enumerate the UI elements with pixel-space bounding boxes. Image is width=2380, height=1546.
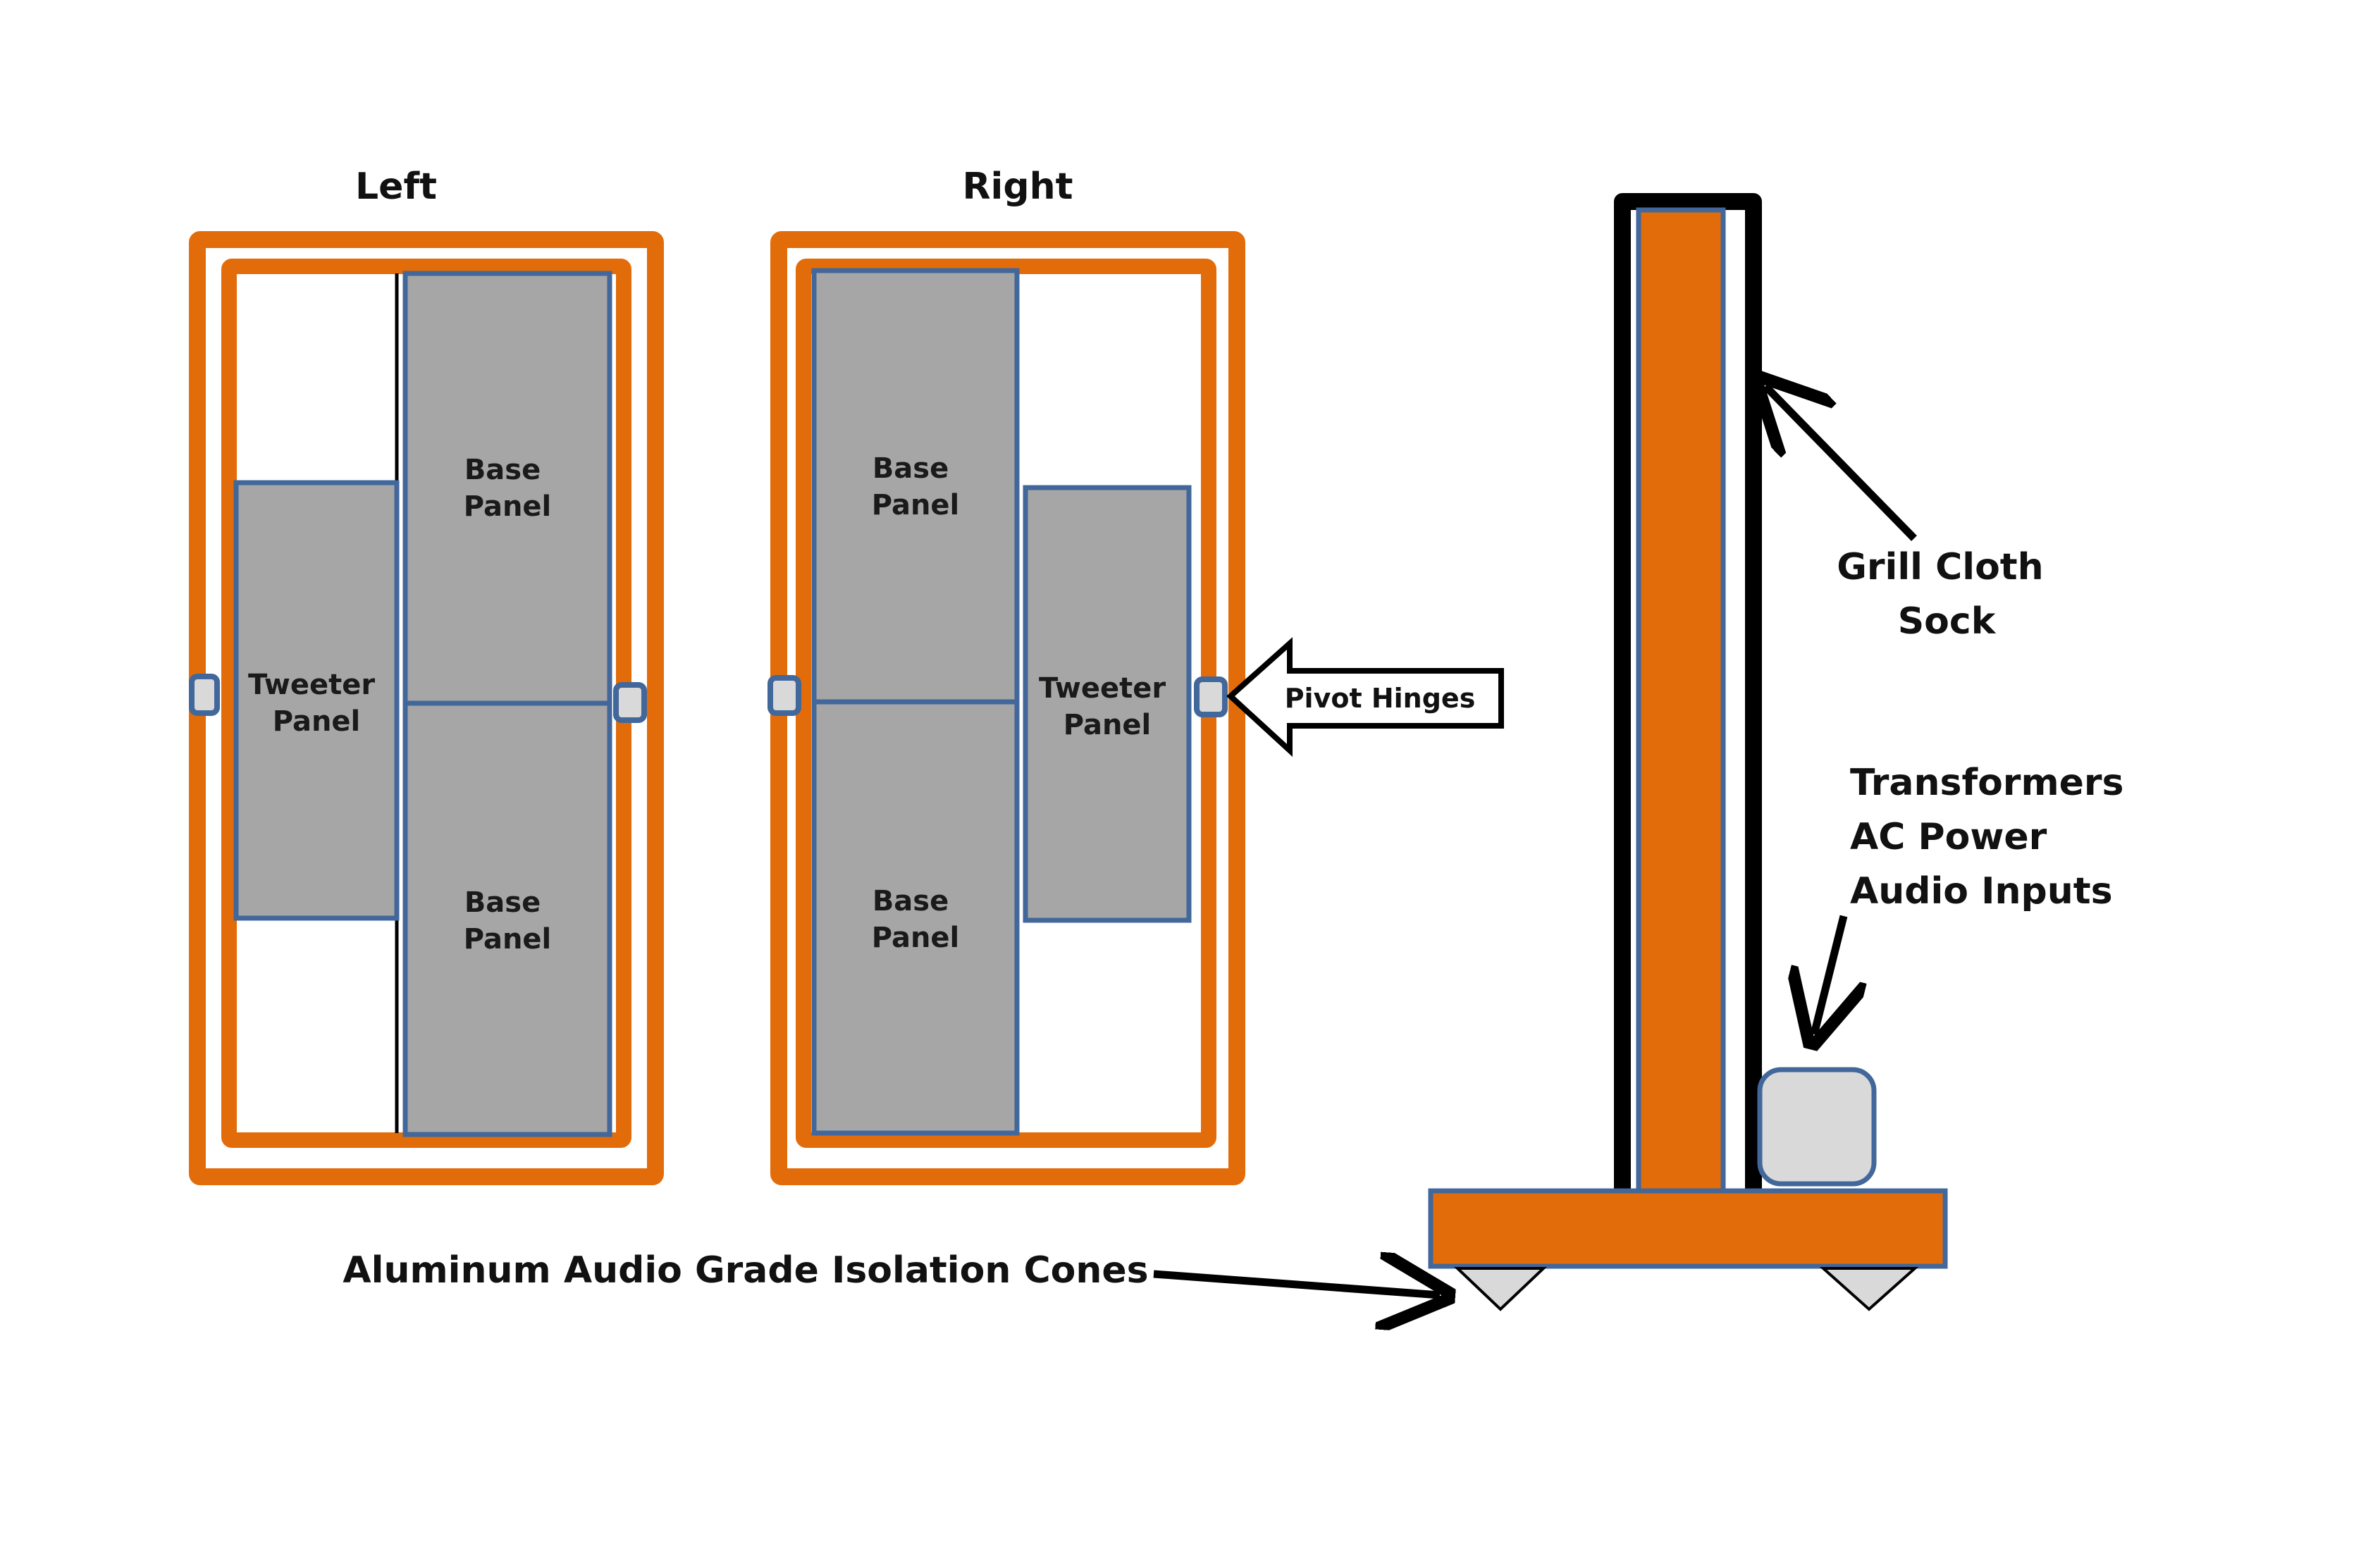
right-base-panel-bottom [811, 699, 1020, 1136]
electronics-box [1757, 1067, 1877, 1187]
base-plinth [1428, 1188, 1948, 1269]
electronics-arrow [1814, 915, 1844, 1034]
grill-cloth-label: Grill Cloth Sock [1837, 546, 2057, 643]
right-tweeter-panel [1023, 485, 1192, 923]
left-tweeter-label: Tweeter Panel [248, 669, 385, 738]
right-base-top-label: Base Panel [872, 452, 960, 521]
grill-cloth-callout: Grill Cloth Sock [1765, 386, 2057, 643]
right-base-bottom-label: Base Panel [872, 885, 960, 954]
grill-cloth-arrow [1765, 386, 1917, 541]
isolation-cone-left [1453, 1267, 1548, 1311]
cones-arrow [1153, 1274, 1440, 1295]
cones-label: Aluminum Audio Grade Isolation Cones [343, 1249, 1148, 1292]
left-view-title: Left [355, 166, 437, 208]
grill-cloth-sock [1614, 193, 1762, 1191]
left-tweeter-panel [233, 480, 400, 921]
side-view [1428, 193, 1948, 1311]
left-speaker-view: Left Tweeter Panel Base Panel Base Panel [189, 166, 664, 1185]
left-base-panel-top [402, 271, 612, 706]
cones-callout: Aluminum Audio Grade Isolation Cones [343, 1249, 1440, 1295]
right-tweeter-label: Tweeter Panel [1039, 672, 1176, 741]
pivot-hinges-arrow [1226, 637, 1504, 757]
isolation-cone-right [1819, 1267, 1919, 1311]
electronics-label: Transformers AC Power Audio Inputs [1850, 762, 2137, 913]
left-hinge-left [189, 674, 220, 716]
electronics-callout: Transformers AC Power Audio Inputs [1814, 762, 2137, 1034]
right-hinge-right [1194, 676, 1228, 717]
right-speaker-view: Right Base Panel Base Panel Tweeter Pane… [767, 166, 1504, 1185]
left-base-panel-bottom [402, 700, 612, 1137]
right-base-panel-top [811, 268, 1020, 705]
right-hinge-left [767, 675, 801, 716]
left-base-top-label: Base Panel [464, 454, 552, 523]
side-panel [1636, 207, 1726, 1194]
left-hinge-right [613, 682, 647, 723]
left-base-bottom-label: Base Panel [464, 886, 552, 956]
right-view-title: Right [963, 166, 1073, 208]
pivot-hinges-label: Pivot Hinges [1285, 683, 1476, 714]
